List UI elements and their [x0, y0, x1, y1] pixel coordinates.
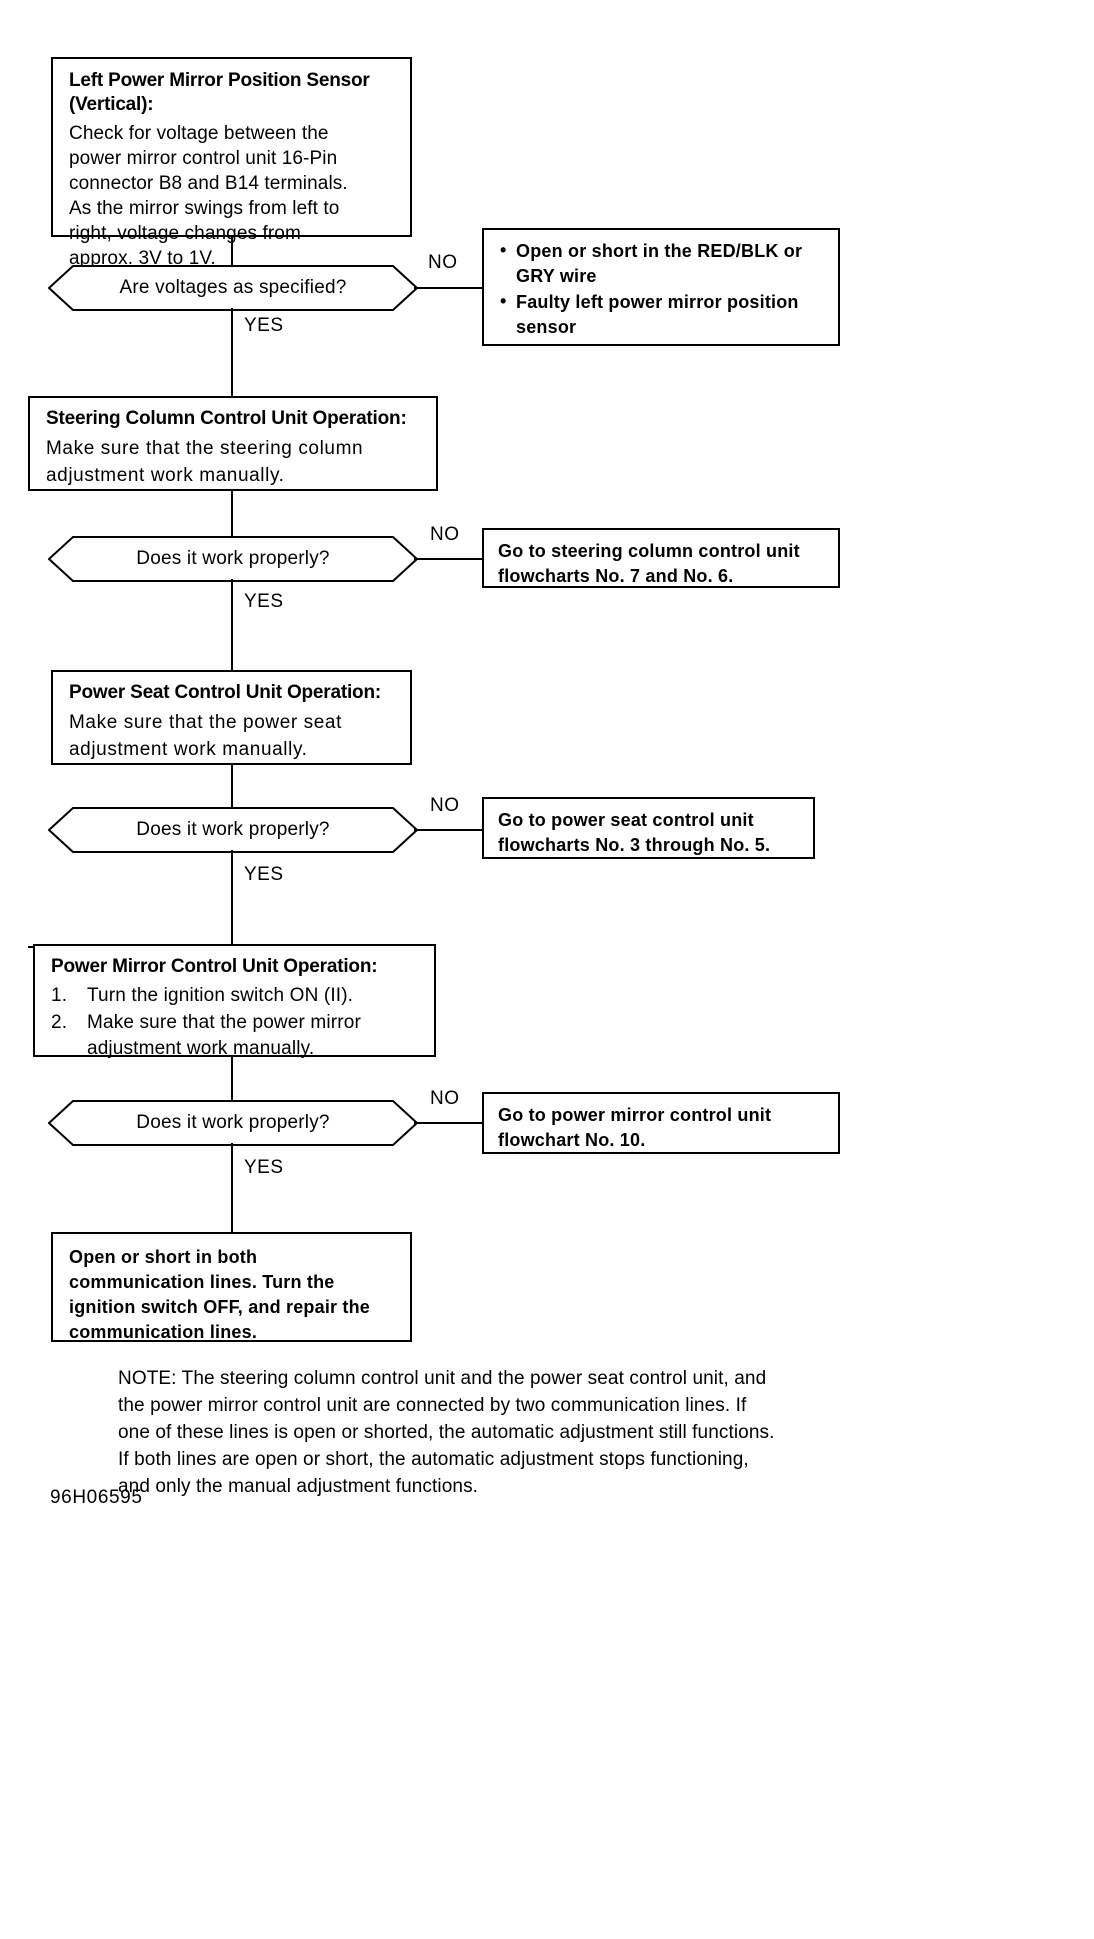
- connector-mirror-to-decision4: [231, 1057, 233, 1101]
- node-sensor-check-body: Check for voltage between the power mirr…: [69, 123, 348, 269]
- branch-label-yes-1: YES: [244, 315, 284, 336]
- list-item: 2. Make sure that the power mirror adjus…: [51, 1010, 396, 1062]
- decision-seat-label: Does it work properly?: [136, 819, 330, 840]
- branch-label-yes-2: YES: [244, 591, 284, 612]
- connector-decision1-no: [414, 287, 482, 289]
- node-final-conclusion: Open or short in both communication line…: [51, 1232, 412, 1342]
- list-item-number: 1.: [51, 985, 68, 1006]
- decision-voltages-label: Are voltages as specified?: [119, 277, 347, 298]
- node-result-sensor-fault-list: • Open or short in the RED/BLK or GRY wi…: [498, 239, 828, 340]
- list-item-label: Make sure that the power mirror adjustme…: [87, 1012, 361, 1059]
- connector-decision2-no: [414, 558, 482, 560]
- branch-label-no-2: NO: [430, 524, 460, 545]
- note-block: NOTE: The steering column control unit a…: [118, 1365, 783, 1500]
- node-result-seat-text: Go to power seat control unit flowcharts…: [498, 810, 771, 855]
- connector-seat-to-decision3: [231, 765, 233, 808]
- figure-id: 96H06595: [50, 1487, 143, 1508]
- list-item-label: Turn the ignition switch ON (II).: [87, 985, 354, 1006]
- node-result-mirror: Go to power mirror control unit flowchar…: [482, 1092, 840, 1154]
- list-item: • Faulty left power mirror position sens…: [498, 290, 828, 340]
- node-final-conclusion-text: Open or short in both communication line…: [69, 1247, 371, 1342]
- connector-decision4-yes: [231, 1143, 233, 1239]
- list-item-label: Faulty left power mirror position sensor: [516, 292, 799, 337]
- node-result-steering: Go to steering column control unit flowc…: [482, 528, 840, 588]
- list-item: • Open or short in the RED/BLK or GRY wi…: [498, 239, 828, 289]
- node-power-mirror-title: Power Mirror Control Unit Operation:: [51, 956, 378, 977]
- connector-decision2-yes: [231, 579, 233, 669]
- list-item-label: Open or short in the RED/BLK or GRY wire: [516, 241, 803, 286]
- node-result-mirror-text: Go to power mirror control unit flowchar…: [498, 1105, 772, 1150]
- connector-steering-to-decision2: [231, 491, 233, 537]
- branch-label-no-3: NO: [430, 795, 460, 816]
- list-item-number: 2.: [51, 1012, 68, 1033]
- bullet-dot-icon: •: [500, 291, 507, 311]
- connector-sensor-to-decision1: [231, 237, 233, 269]
- node-power-mirror: Power Mirror Control Unit Operation: 1. …: [33, 944, 436, 1059]
- connector-decision3-yes: [231, 850, 233, 945]
- branch-label-no-4: NO: [430, 1088, 460, 1109]
- decision-steering-label: Does it work properly?: [136, 548, 330, 569]
- node-sensor-check: Left Power Mirror Position Sensor (Verti…: [51, 57, 412, 269]
- connector-decision3-no: [414, 829, 482, 831]
- node-steering-column-body: Make sure that the steering column adjus…: [46, 438, 364, 486]
- decision-mirror-label: Does it work properly?: [136, 1112, 330, 1133]
- bullet-dot-icon: •: [500, 240, 507, 260]
- node-result-sensor-fault: • Open or short in the RED/BLK or GRY wi…: [482, 228, 840, 346]
- print-artifact: [28, 946, 35, 948]
- node-sensor-check-title-line2: (Vertical):: [69, 94, 154, 115]
- node-result-steering-text: Go to steering column control unit flowc…: [498, 541, 800, 586]
- connector-decision4-no: [414, 1122, 482, 1124]
- node-steering-column-title: Steering Column Control Unit Operation:: [46, 408, 407, 429]
- decision-steering: Does it work properly?: [48, 536, 418, 582]
- branch-label-yes-4: YES: [244, 1157, 284, 1178]
- decision-seat: Does it work properly?: [48, 807, 418, 853]
- note-label: NOTE:: [118, 1368, 177, 1389]
- node-result-seat: Go to power seat control unit flowcharts…: [482, 797, 815, 859]
- node-power-mirror-steps: 1. Turn the ignition switch ON (II). 2. …: [51, 983, 396, 1062]
- branch-label-no-1: NO: [428, 252, 458, 273]
- node-steering-column: Steering Column Control Unit Operation: …: [28, 396, 438, 491]
- node-power-seat-body: Make sure that the power seat adjustment…: [69, 712, 342, 760]
- decision-voltages: Are voltages as specified?: [48, 265, 418, 311]
- node-sensor-check-title-line1: Left Power Mirror Position Sensor: [69, 70, 370, 91]
- note-text: The steering column control unit and the…: [118, 1368, 775, 1497]
- decision-mirror: Does it work properly?: [48, 1100, 418, 1146]
- node-sensor-check-title: Left Power Mirror Position Sensor (Verti…: [69, 69, 396, 117]
- branch-label-yes-3: YES: [244, 864, 284, 885]
- connector-decision1-yes: [231, 308, 233, 393]
- node-power-seat: Power Seat Control Unit Operation: Make …: [51, 670, 412, 765]
- list-item: 1. Turn the ignition switch ON (II).: [51, 983, 396, 1009]
- node-power-seat-title: Power Seat Control Unit Operation:: [69, 682, 381, 703]
